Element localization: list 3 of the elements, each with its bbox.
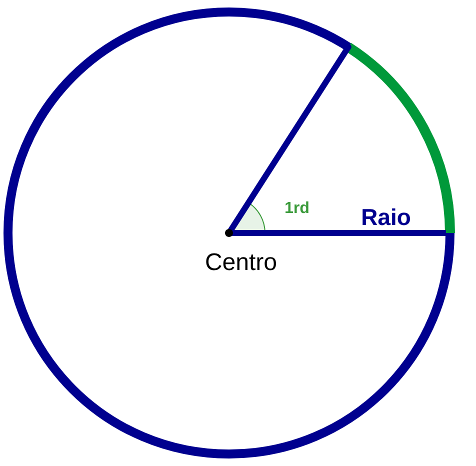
angle-label: 1rd: [286, 201, 308, 214]
center-label: Centro: [206, 253, 276, 270]
radius-label: Raio: [362, 208, 410, 226]
